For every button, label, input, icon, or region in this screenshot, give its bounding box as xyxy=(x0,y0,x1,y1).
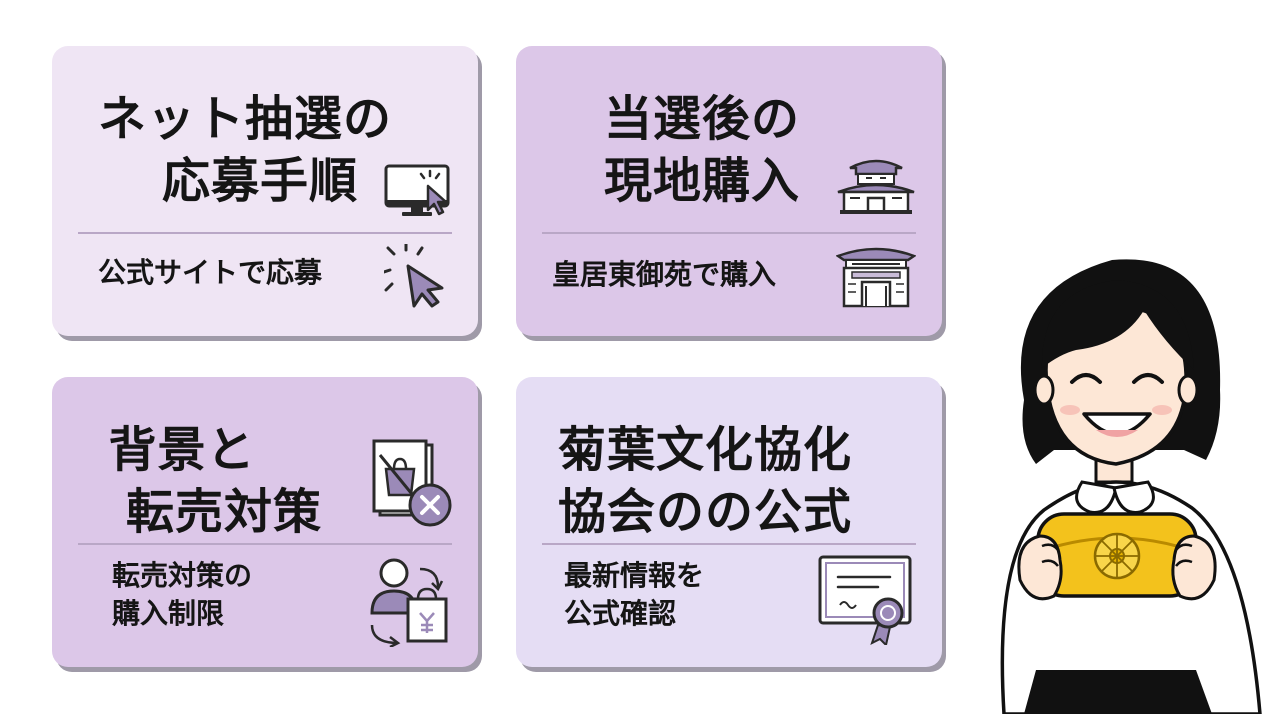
card-title: ネット抽選の 応募手順 xyxy=(52,88,478,212)
computer-click-icon xyxy=(384,164,458,218)
card-subtitle-line1: 最新情報を xyxy=(564,559,705,592)
woman-holding-wallet-illustration xyxy=(984,250,1280,716)
card-divider xyxy=(542,232,916,234)
card-title-line1: 菊葉文化協化 xyxy=(557,422,852,478)
palace-building-icon xyxy=(836,152,916,216)
card-title: 当選後の 現地購入 xyxy=(516,88,942,212)
card-title-line2: 応募手順 xyxy=(161,153,358,209)
card-title: 菊葉文化協化 協会のの公式 xyxy=(516,419,942,543)
card-subtitle: 皇居東御苑で購入 xyxy=(552,256,776,294)
card-subtitle-line2: 公式確認 xyxy=(564,597,677,630)
palace-gate-icon xyxy=(836,242,916,310)
card-subtitle: 公式サイトで応募 xyxy=(98,254,322,292)
card-title: 背景と 転売対策 xyxy=(52,419,478,543)
card-subtitle-line1: 皇居東御苑で購入 xyxy=(552,258,777,291)
chrysanthemum-crest-icon xyxy=(1093,532,1141,580)
card-title-line1: 当選後の xyxy=(603,91,800,147)
card-title-line2: 転売対策 xyxy=(125,484,322,540)
no-resale-document-icon xyxy=(372,439,456,531)
cursor-click-icon xyxy=(384,244,458,310)
card-resale-measures: 背景と 転売対策 転売対策の 購入制限 xyxy=(52,377,478,667)
card-subtitle: 転売対策の 購入制限 xyxy=(112,557,252,633)
card-divider xyxy=(542,543,916,545)
certificate-icon xyxy=(816,553,916,645)
card-subtitle: 最新情報を 公式確認 xyxy=(564,557,704,633)
card-title-line2: 現地購入 xyxy=(603,153,800,209)
card-title-line1: 背景と xyxy=(108,422,256,478)
card-net-lottery: ネット抽選の 応募手順 公式サイトで応募 xyxy=(52,46,478,336)
card-divider xyxy=(78,232,452,234)
card-title-line2: 協会のの公式 xyxy=(557,484,852,540)
card-subtitle-line2: 購入制限 xyxy=(112,597,225,630)
card-divider xyxy=(78,543,452,545)
card-onsite-purchase: 当選後の 現地購入 皇居東御苑で購入 xyxy=(516,46,942,336)
card-official-association: 菊葉文化協化 協会のの公式 最新情報を 公式確認 xyxy=(516,377,942,667)
card-subtitle-line1: 転売対策の xyxy=(112,559,253,592)
card-subtitle-line1: 公式サイトで応募 xyxy=(98,256,323,289)
person-purchase-limit-icon xyxy=(368,555,454,647)
card-title-line1: ネット抽選の xyxy=(97,91,392,147)
